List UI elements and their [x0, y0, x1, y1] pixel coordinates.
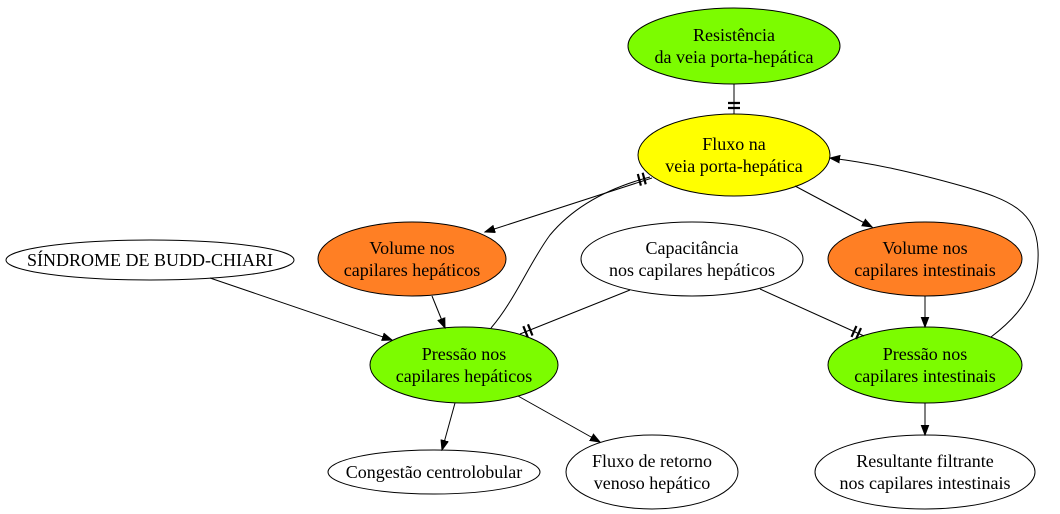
node-volume-capilares-intestinais: Volume nos capilares intestinais	[827, 221, 1023, 297]
node-label-line: da veia porta-hepática	[655, 47, 814, 67]
node-pressao-capilares-hepaticos: Pressão nos capilares hepáticos	[369, 326, 559, 404]
node-label-line: Resistência	[693, 25, 775, 45]
node-label-line: capilares intestinais	[854, 366, 995, 386]
node-label-line: Fluxo na	[702, 134, 766, 154]
node-label-line: Pressão nos	[422, 344, 507, 364]
node-resultante-filtrante: Resultante filtrante nos capilares intes…	[814, 434, 1036, 510]
edge-pressao-hepaticos-to-fluxo	[490, 172, 651, 329]
node-sindrome-budd-chiari: SÍNDROME DE BUDD-CHIARI	[5, 239, 295, 281]
node-shape	[637, 113, 831, 197]
edge-fluxo-to-volume-intestinais	[794, 185, 872, 227]
node-label-line: nos capilares intestinais	[840, 473, 1011, 493]
node-label-line: nos capilares hepáticos	[609, 260, 775, 280]
node-shape	[5, 239, 295, 281]
node-shape	[827, 221, 1023, 297]
node-label-line: Capacitância	[646, 238, 739, 258]
node-shape	[627, 7, 841, 85]
node-label-line: capilares hepáticos	[344, 260, 480, 280]
edge-capacitancia-to-pressao-hepaticos	[519, 289, 631, 338]
node-shape	[327, 449, 541, 495]
node-fluxo-retorno-venoso: Fluxo de retorno venoso hepático	[565, 434, 739, 510]
edge-pressao-intestinais-to-fluxo	[830, 158, 1039, 338]
node-label-line: veia porta-hepática	[665, 156, 802, 176]
node-label-line: Pressão nos	[883, 344, 968, 364]
node-label-line: Fluxo de retorno	[592, 451, 712, 471]
node-resistencia-veia-porta: Resistência da veia porta-hepática	[627, 7, 841, 85]
node-label-line: venoso hepático	[594, 473, 710, 493]
node-shape	[814, 434, 1036, 510]
node-shape	[369, 326, 559, 404]
node-shape	[827, 326, 1023, 404]
node-shape	[317, 221, 507, 297]
edge-pressao-hepaticos-to-fluxo-retorno	[517, 395, 600, 442]
node-pressao-capilares-intestinais: Pressão nos capilares intestinais	[827, 326, 1023, 404]
node-label-line: Resultante filtrante	[856, 451, 993, 471]
node-label-line: capilares intestinais	[854, 260, 995, 280]
node-fluxo-veia-porta: Fluxo na veia porta-hepática	[637, 113, 831, 197]
node-shape	[565, 434, 739, 510]
node-shape	[580, 221, 804, 297]
edge-sindrome-to-pressao-hepaticos	[209, 277, 392, 340]
node-label-line: Volume nos	[369, 238, 454, 258]
node-label-line: capilares hepáticos	[396, 366, 532, 386]
node-volume-capilares-hepaticos: Volume nos capilares hepáticos	[317, 221, 507, 297]
node-congestao-centrolobular: Congestão centrolobular	[327, 449, 541, 495]
edge-pressao-hepaticos-to-congestao	[442, 402, 456, 450]
edge-volume-hepaticos-to-pressao-hepaticos	[431, 295, 445, 328]
edge-capacitancia-to-pressao-intestinais	[759, 288, 865, 340]
node-capacitancia-capilares-hepaticos: Capacitância nos capilares hepáticos	[580, 221, 804, 297]
edge-fluxo-to-volume-hepaticos	[485, 177, 653, 232]
node-label-line: Congestão centrolobular	[346, 462, 522, 482]
node-label-line: SÍNDROME DE BUDD-CHIARI	[27, 249, 273, 270]
node-label-line: Volume nos	[882, 238, 967, 258]
